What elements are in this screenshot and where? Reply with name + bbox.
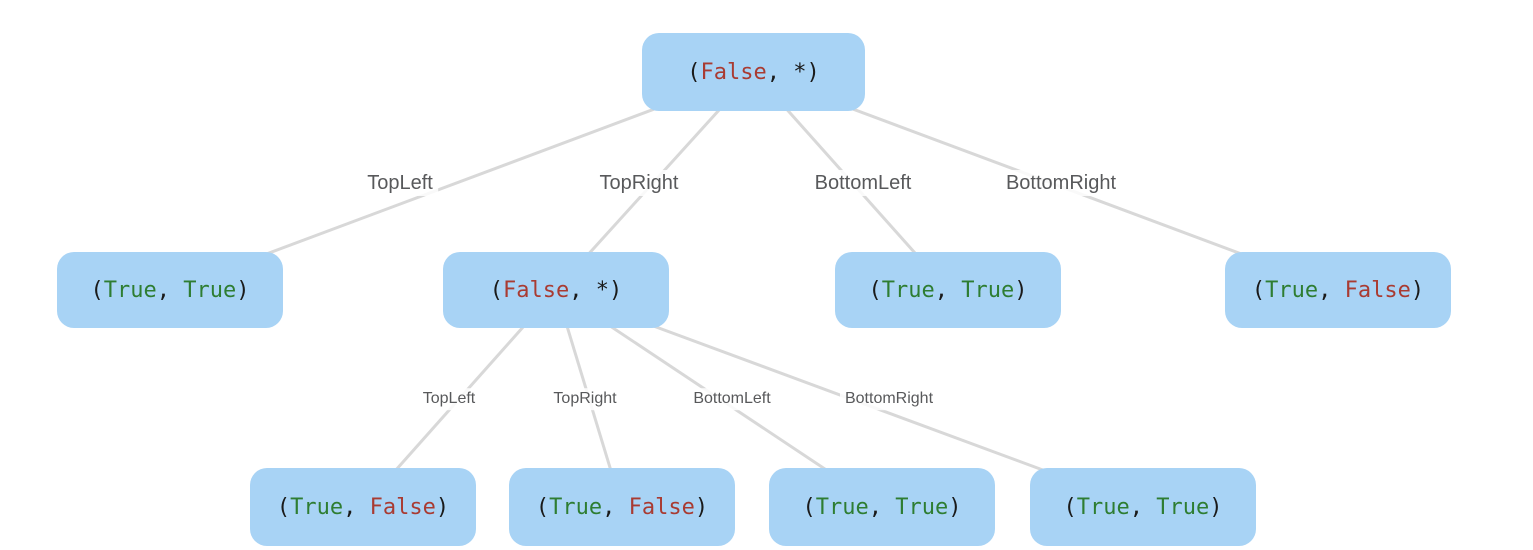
node-text-part: True [1076,494,1130,520]
node-text-part: ( [90,277,104,303]
node-text-part: ) [806,59,820,85]
node-text-part: ) [236,277,250,303]
node-text-part: ) [948,494,962,520]
edge-label-topright: TopRight [548,388,622,410]
node-text-part: , [868,494,896,520]
tree-node-l2-bottomright: (True, True) [1030,468,1256,546]
node-text-part: True [1156,494,1210,520]
edge-label-topleft: TopLeft [362,170,438,196]
node-text-part: , [602,494,629,520]
edge-label-bottomright: BottomRight [839,388,939,410]
node-text-part: False [1344,277,1411,303]
node-text-part: True [895,494,949,520]
node-text-part: , [343,494,370,520]
node-text-part: True [290,494,344,520]
node-text-part: ( [802,494,816,520]
node-text-part: , [569,277,596,303]
node-text-part: , [766,59,794,85]
edge-label-bottomleft: BottomLeft [809,170,917,196]
node-text-part: True [549,494,603,520]
node-text-part: ( [868,277,882,303]
node-text-part: , [156,277,184,303]
tree-node-l1-topright: (False, *) [443,252,669,328]
tree-node-root: (False, *) [642,33,865,111]
tree-node-l1-topleft: (True, True) [57,252,283,328]
node-text-part: , [934,277,962,303]
node-text-part: False [503,277,570,303]
edge-label-bottomright: BottomRight [1000,170,1122,196]
node-text-part: ) [1410,277,1425,303]
node-text-part: True [103,277,157,303]
node-text-part: False [700,59,767,85]
node-text-part: ( [1063,494,1077,520]
tree-node-l2-topright: (True, False) [509,468,735,546]
node-text-part: True [183,277,237,303]
tree-node-l1-bottomleft: (True, True) [835,252,1061,328]
node-text-part: ( [535,494,550,520]
node-text-part: True [815,494,869,520]
node-text-part: ) [1209,494,1223,520]
node-text-part: ( [687,59,701,85]
node-text-part: ( [276,494,291,520]
node-text-part: ( [1251,277,1266,303]
node-text-part: True [881,277,935,303]
edge-label-topright: TopRight [594,170,684,196]
node-text-part: False [628,494,695,520]
edge-label-topleft: TopLeft [417,388,481,410]
node-text-part: True [961,277,1015,303]
tree-node-l2-topleft: (True, False) [250,468,476,546]
node-text-part: True [1265,277,1319,303]
node-text-part: * [595,277,609,303]
node-text-part: ) [1014,277,1028,303]
node-text-part: ) [694,494,709,520]
node-text-part: ( [489,277,503,303]
tree-node-l2-bottomleft: (True, True) [769,468,995,546]
edge-label-bottomleft: BottomLeft [688,388,776,410]
node-text-part: ) [608,277,623,303]
node-text-part: ) [435,494,450,520]
node-text-part: , [1318,277,1345,303]
node-text-part: , [1129,494,1157,520]
node-text-part: * [793,59,807,85]
node-text-part: False [369,494,436,520]
tree-node-l1-bottomright: (True, False) [1225,252,1451,328]
